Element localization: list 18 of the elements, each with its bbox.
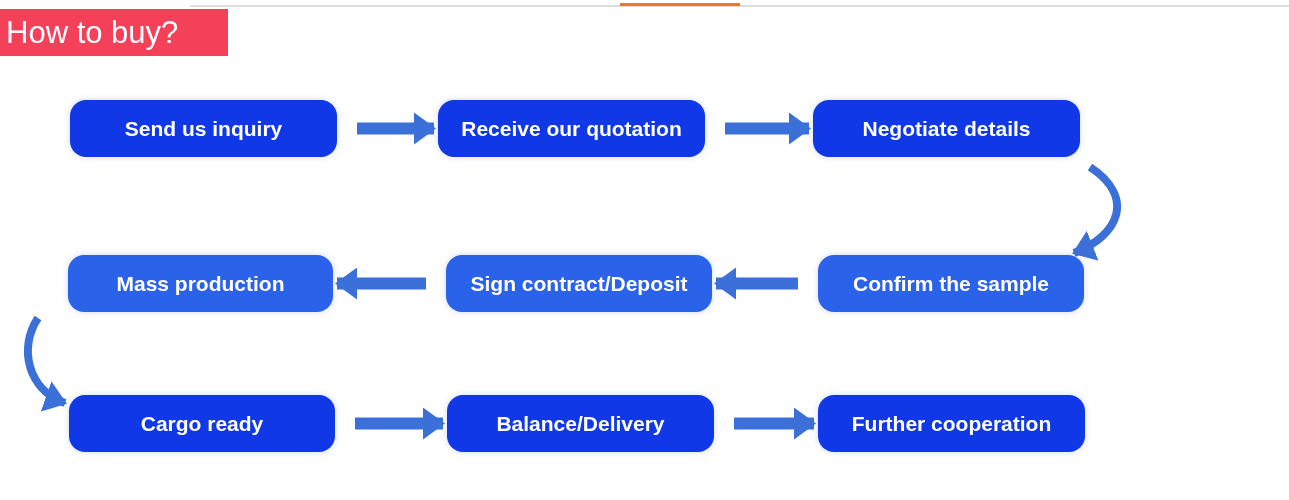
step-box: Send us inquiry bbox=[70, 100, 337, 157]
step-box: Confirm the sample bbox=[818, 255, 1084, 312]
step-box: Balance/Delivery bbox=[447, 395, 714, 452]
step-box: Sign contract/Deposit bbox=[446, 255, 712, 312]
step-box: Cargo ready bbox=[69, 395, 335, 452]
title-banner: How to buy? bbox=[0, 9, 228, 56]
arrow bbox=[1072, 163, 1121, 260]
arrow bbox=[725, 112, 811, 145]
step-box: Receive our quotation bbox=[438, 100, 705, 157]
arrow bbox=[23, 316, 67, 410]
step-box: Negotiate details bbox=[813, 100, 1080, 157]
arrow bbox=[734, 407, 816, 440]
arrow bbox=[335, 267, 426, 300]
arrow bbox=[355, 407, 445, 440]
step-box: Further cooperation bbox=[818, 395, 1085, 452]
arrow bbox=[714, 267, 798, 300]
step-box: Mass production bbox=[68, 255, 333, 312]
arrow bbox=[357, 112, 436, 145]
